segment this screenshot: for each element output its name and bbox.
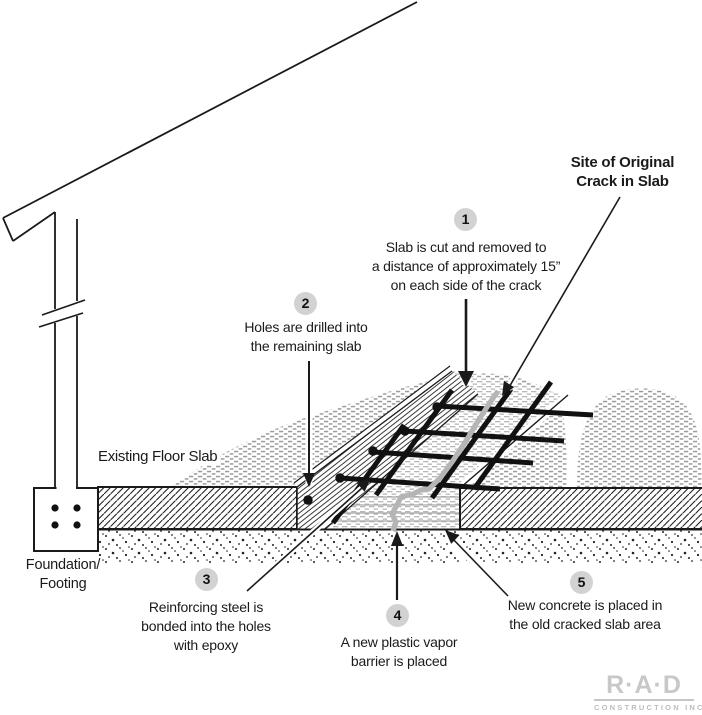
leader-arrow-step-1 <box>458 299 474 387</box>
step-4-line: A new plastic vapor <box>340 634 458 650</box>
step-2-note: Holes are drilled into the remaining sla… <box>216 318 396 356</box>
drilled-hole-dots <box>303 402 442 505</box>
step-3-line: with epoxy <box>173 637 239 653</box>
leader-arrow-step-5 <box>445 530 510 597</box>
site-of-crack-line: Crack in Slab <box>576 173 669 190</box>
step-4-note: A new plastic vapor barrier is placed <box>309 633 489 671</box>
leader-arrow-step-2 <box>303 361 315 487</box>
leader-arrow-step-3 <box>244 478 371 594</box>
step-1-line: on each side of the crack <box>390 277 542 293</box>
foundation-label-line: Foundation/ <box>25 557 101 573</box>
leader-arrow-step-4 <box>391 531 403 600</box>
existing-floor-slab-label: Existing Floor Slab <box>95 448 221 465</box>
step-1-note: Slab is cut and removed to a distance of… <box>354 238 578 295</box>
step-3-line: bonded into the holes <box>141 618 271 634</box>
existing-slab-left <box>97 486 298 530</box>
existing-slab-right <box>459 487 702 530</box>
company-logo: R·A·D CONSTRUCTION INC. <box>594 671 702 712</box>
site-of-crack-label: Site of Original Crack in Slab <box>540 153 702 191</box>
step-5-line: New concrete is placed in <box>507 597 663 613</box>
wall-break-mark <box>38 312 84 328</box>
roof-outline <box>2 1 418 242</box>
logo-subtitle: CONSTRUCTION INC. <box>594 699 702 712</box>
step-3-note: Reinforcing steel is bonded into the hol… <box>116 598 296 655</box>
crack-line <box>389 389 501 532</box>
step-5-note: New concrete is placed in the old cracke… <box>495 596 675 634</box>
leader-arrow-site-of-crack <box>502 195 624 396</box>
step-2-line: Holes are drilled into <box>244 319 368 335</box>
wall-break-mark <box>41 299 86 316</box>
step-3-line: Reinforcing steel is <box>148 599 264 615</box>
step-1-line: a distance of approximately 15” <box>371 258 561 274</box>
step-2-line: the remaining slab <box>250 338 362 354</box>
logo-wordmark: R·A·D <box>606 671 682 699</box>
wall <box>38 212 86 488</box>
foundation-label-line: Footing <box>39 576 87 592</box>
foundation-footing <box>33 486 99 552</box>
step-5-line: the old cracked slab area <box>509 616 661 632</box>
step-4-badge: 4 <box>386 604 409 627</box>
site-of-crack-line: Site of Original <box>570 154 675 171</box>
step-4-line: barrier is placed <box>350 653 448 669</box>
step-3-badge: 3 <box>195 568 218 591</box>
step-5-badge: 5 <box>570 571 593 594</box>
step-1-badge: 1 <box>454 208 477 231</box>
foundation-footing-label: Foundation/ Footing <box>13 556 113 594</box>
step-1-line: Slab is cut and removed to <box>385 239 547 255</box>
step-2-badge: 2 <box>294 292 317 315</box>
